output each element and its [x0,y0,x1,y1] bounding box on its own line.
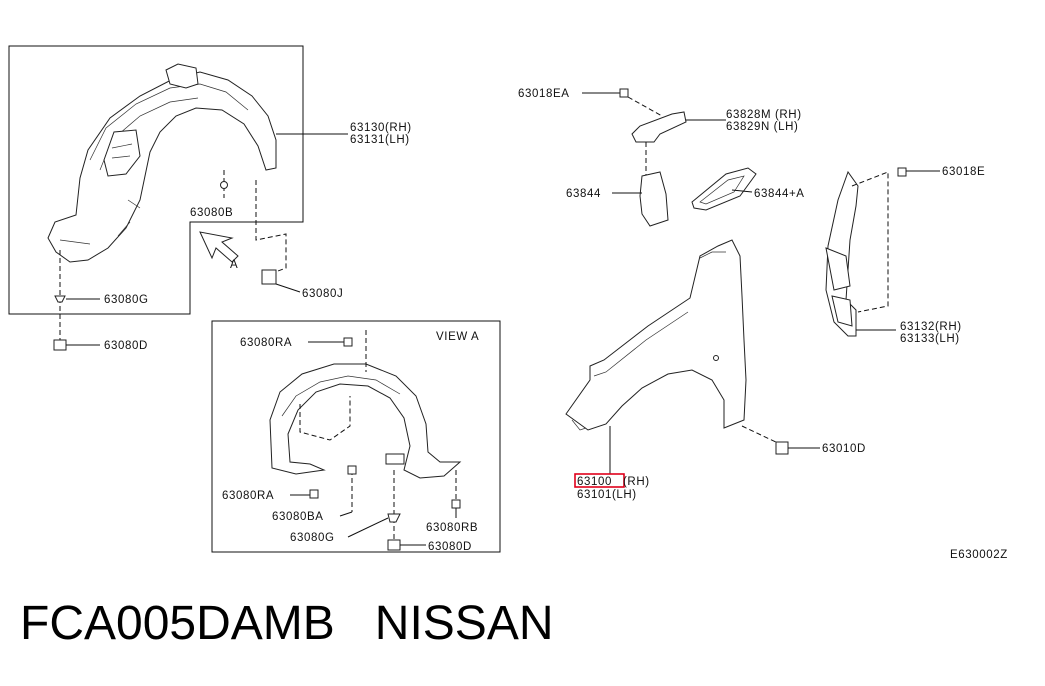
label-arrow-a: A [230,259,238,271]
bolt-63018EA [619,88,629,98]
clip-63080RA-top [343,337,353,347]
clip-63080BA [347,465,357,475]
parts-diagram: 63130(RH) 63131(LH) 63080B 63080G 63080J… [8,45,1008,561]
leader-63844A [731,189,753,193]
label-63080RA-top: 63080RA [240,337,292,349]
seal-63844 [639,171,669,227]
fender-bracket [631,111,687,143]
dash-63010D [741,425,781,445]
label-63080RA-bot: 63080RA [222,490,274,502]
clip-63080B [220,181,228,189]
leader-63080BA [339,511,353,517]
front-fender [565,239,747,431]
label-63018EA: 63018EA [518,88,570,100]
label-63080B: 63080B [190,207,233,219]
label-63133: 63133(LH) [900,333,960,345]
label-63844: 63844 [566,188,601,200]
clip-63080RB [451,499,461,509]
label-63101: 63101(LH) [577,489,637,501]
highlight-box-63100 [574,473,625,488]
seal-63844A [691,167,757,211]
label-63080G-bot: 63080G [290,532,335,544]
clip-63080RA-bot [309,489,319,499]
label-63844A: 63844+A [754,188,805,200]
leader-63080J [275,283,301,293]
label-63080D-top: 63080D [104,340,148,352]
label-63132: 63132(RH) [900,321,962,333]
bolt-63010D [775,441,789,455]
diagram-code: E630002Z [950,549,1008,561]
clip-63018E [897,167,907,177]
leader-63080G-bot [347,517,389,538]
footer-brand: NISSAN [374,597,554,650]
label-63080BA: 63080BA [272,511,324,523]
view-a-title: VIEW A [436,331,479,343]
label-63829N: 63829N (LH) [726,121,798,133]
inner-fender-liner [47,63,277,263]
footer-caption: FCA005DAMB NISSAN [20,596,554,651]
label-63100-rh: (RH) [623,476,650,488]
label-63100: 63100 [577,476,612,488]
label-63080D-bot: 63080D [428,541,472,553]
fender-protector [825,170,859,337]
label-63130: 63130(RH) [350,122,412,134]
label-63010D: 63010D [822,443,866,455]
label-63828M: 63828M (RH) [726,109,802,121]
view-a-arrow-icon [199,231,239,263]
dash-bracket-63080J [255,180,287,275]
inner-fender-frame [8,45,304,315]
dash-63018EA [627,96,663,117]
bolt-63080D-bot [387,539,401,551]
view-a-liner [269,363,462,479]
label-63080G-top: 63080G [104,294,149,306]
clip-63080G-bot [387,513,401,523]
footer-part-number: FCA005DAMB [20,597,335,650]
bolt-63080D-top [53,339,67,351]
clip-63080J [261,269,277,285]
dash-frame-63132 [851,171,889,313]
view-a-frame [211,320,501,553]
label-63131: 63131(LH) [350,134,410,146]
label-63080RB: 63080RB [426,522,478,534]
clip-63080G-top [54,295,66,303]
label-63080J: 63080J [302,288,343,300]
label-63018E: 63018E [942,166,985,178]
